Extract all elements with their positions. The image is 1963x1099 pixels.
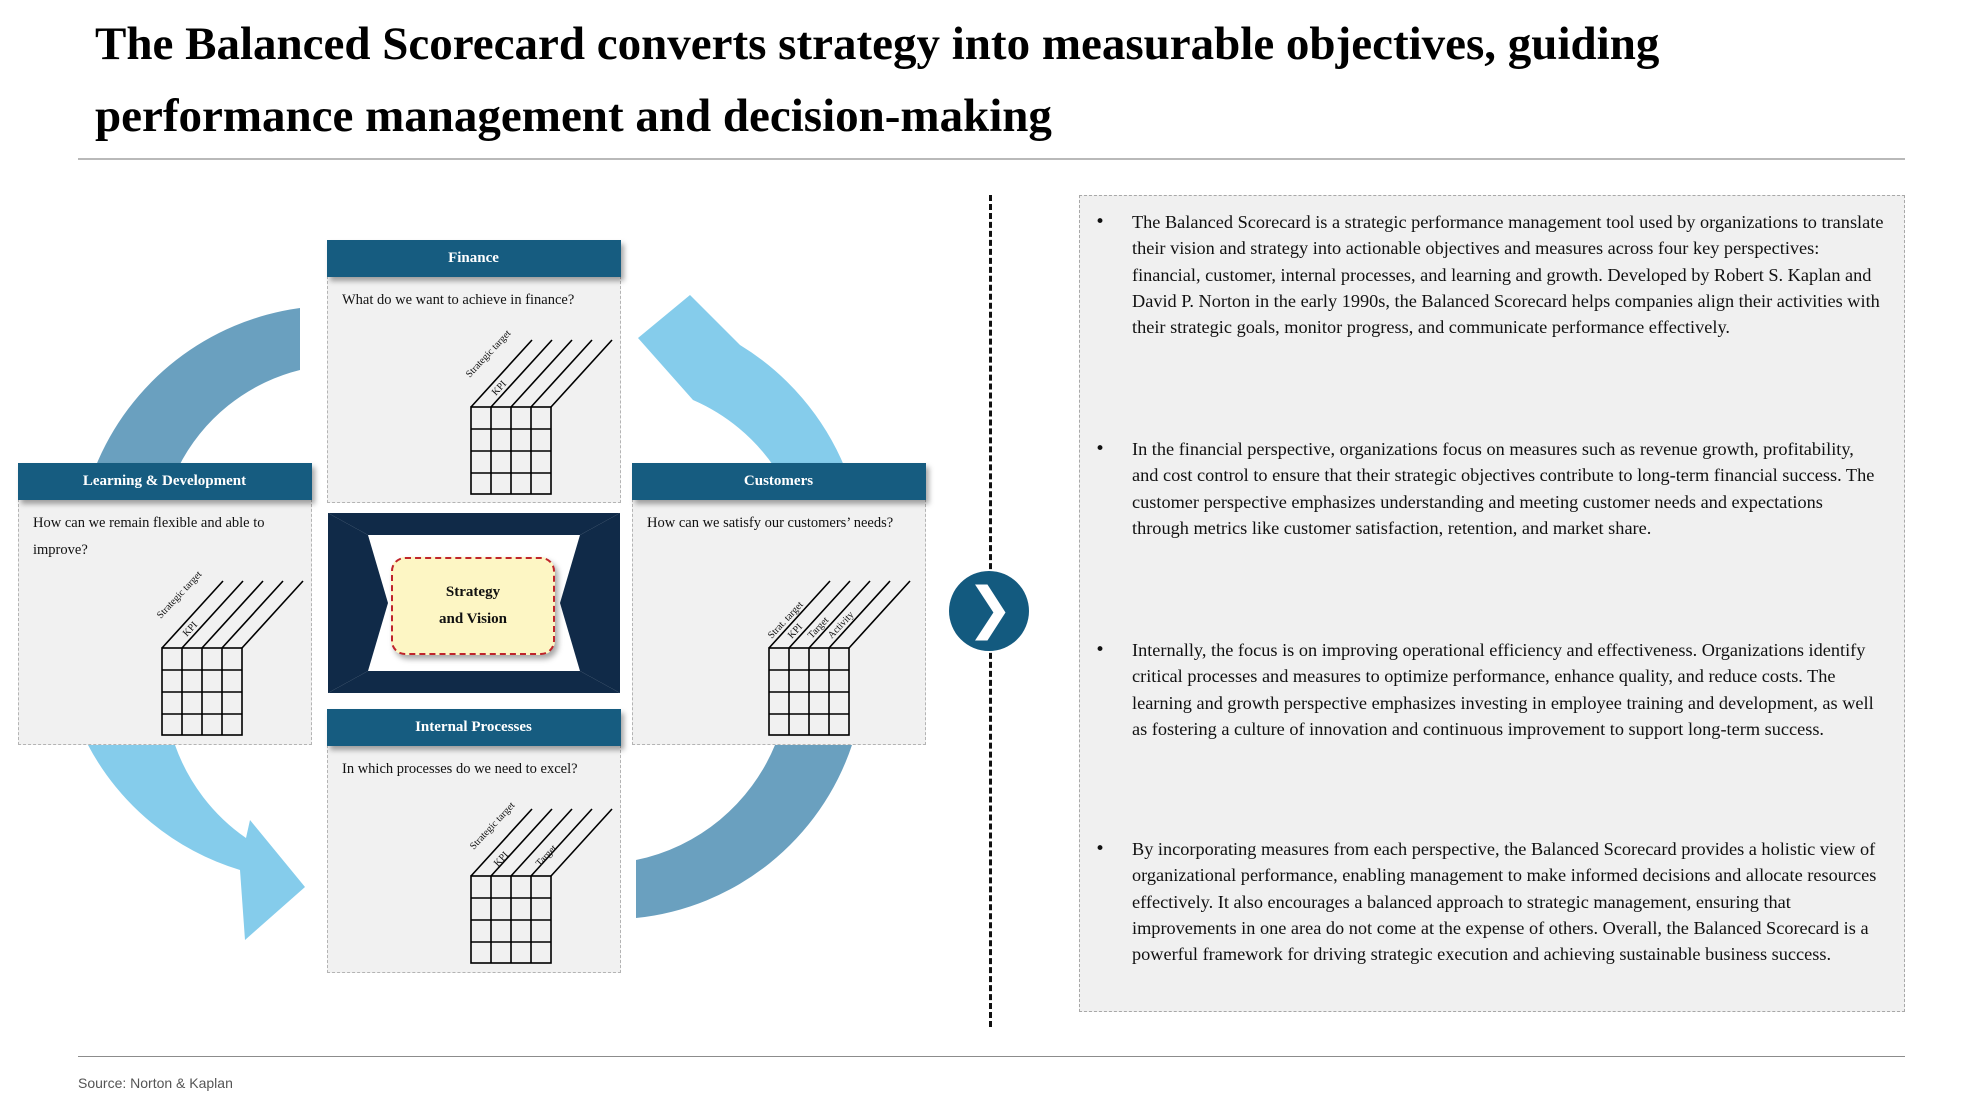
customers-question: How can we satisfy our customers’ needs?	[647, 515, 894, 531]
learning-header: Learning & Development	[17, 463, 312, 500]
internal-box: Internal Processes In which processes do…	[326, 709, 621, 973]
source-note: Source: Norton & Kaplan	[78, 1075, 233, 1091]
internal-kpi-grid	[470, 808, 613, 964]
bullet-text: Internally, the focus is on improving op…	[1132, 640, 1874, 739]
bullet-dot-icon: •	[1095, 212, 1106, 232]
bullet-dot-icon: •	[1095, 439, 1106, 459]
page-title: The Balanced Scorecard converts strategy…	[95, 18, 1660, 142]
center-frame	[328, 513, 620, 693]
footer-divider	[78, 1056, 1905, 1057]
strategy-vision-card: Strategy and Vision	[391, 557, 555, 655]
customers-header: Customers	[631, 463, 926, 500]
bullet-dot-icon: •	[1095, 640, 1106, 660]
center-line-2: and Vision	[439, 611, 507, 627]
internal-question: In which processes do we need to excel?	[342, 761, 578, 777]
arrow-customers-to-finance	[638, 295, 845, 468]
bullet-item-2: • In the financial perspective, organiza…	[1095, 436, 1884, 541]
description-panel: • The Balanced Scorecard is a strategic …	[1079, 195, 1905, 1012]
bullet-item-4: • By incorporating measures from each pe…	[1095, 836, 1884, 967]
next-button[interactable]: ❯	[949, 571, 1029, 651]
bullet-text: The Balanced Scorecard is a strategic pe…	[1132, 212, 1884, 338]
customers-box: Customers How can we satisfy our custome…	[631, 463, 926, 745]
learning-box: Learning & Development How can we remain…	[17, 463, 312, 745]
internal-header: Internal Processes	[326, 709, 621, 746]
finance-box: Finance What do we want to achieve in fi…	[326, 240, 621, 503]
finance-question: What do we want to achieve in finance?	[342, 292, 575, 308]
finance-kpi-grid	[470, 339, 613, 495]
bullet-text: In the financial perspective, organizati…	[1132, 439, 1875, 538]
customers-kpi-grid	[768, 580, 911, 736]
arrow-learning-to-finance	[95, 308, 300, 468]
bullet-text: By incorporating measures from each pers…	[1132, 839, 1877, 965]
strategy-center: Strategy and Vision	[328, 513, 620, 693]
center-line-1: Strategy	[445, 584, 501, 600]
bullet-item-3: • Internally, the focus is on improving …	[1095, 637, 1884, 742]
finance-header: Finance	[326, 240, 621, 277]
learning-question: How can we remain flexible and able to i…	[33, 515, 265, 558]
arrow-learning-to-internal	[88, 745, 305, 940]
title-divider	[78, 158, 1905, 160]
arrow-customers-to-internal	[636, 745, 852, 918]
chevron-right-icon: ❯	[966, 576, 1014, 641]
bullet-dot-icon: •	[1095, 839, 1106, 859]
bullet-item-1: • The Balanced Scorecard is a strategic …	[1095, 209, 1884, 340]
learning-kpi-grid	[161, 580, 304, 736]
